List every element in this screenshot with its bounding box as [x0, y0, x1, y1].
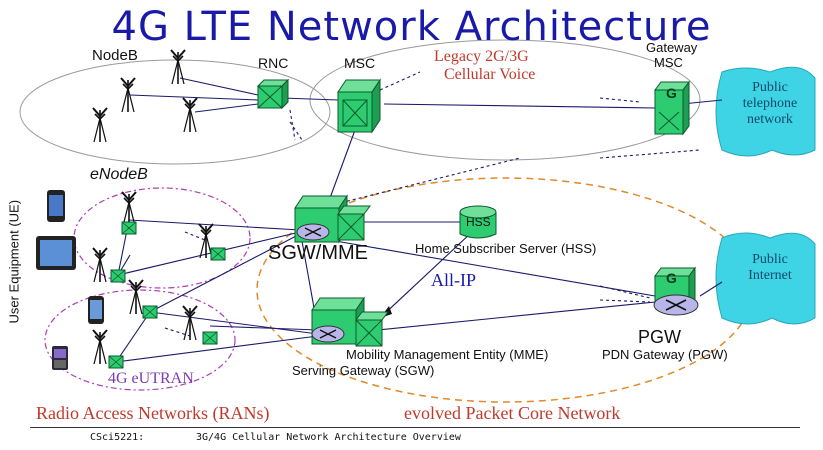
page-title: 4G LTE Network Architecture [111, 4, 712, 50]
epc-section-label: evolved Packet Core Network [404, 403, 621, 423]
hss-full-label: Home Subscriber Server (HSS) [415, 241, 597, 256]
sgw-node-icon [311, 296, 389, 347]
feature-phone-icon [52, 346, 68, 370]
sgw-full-label: Serving Gateway (SGW) [292, 363, 435, 378]
pgw-g-label: G [666, 270, 677, 286]
hss-database-icon [459, 205, 497, 239]
gateway-msc-g-label: G [666, 85, 677, 101]
nodeb-tower-icon [182, 97, 198, 133]
gateway-msc-label-line2: MSC [654, 55, 683, 70]
internet-label-line2: Internet [748, 268, 792, 283]
sgw-mme-node-icon [294, 194, 371, 244]
internet-cloud [715, 232, 816, 325]
footer-course: CSci5221: [90, 432, 145, 443]
tablet-icon [36, 236, 76, 270]
enodeb-cluster-lower [44, 289, 236, 391]
connections [115, 71, 723, 363]
enodeb-box-icon [108, 355, 124, 369]
legacy-ran-ellipse [19, 59, 331, 165]
pgw-label: PGW [638, 327, 681, 347]
legacy-label-line2: Cellular Voice [444, 66, 536, 83]
smartphone-icon [47, 190, 65, 222]
pstn-cloud [715, 66, 816, 157]
pgw-node-icon [653, 266, 699, 316]
legacy-label-line1: Legacy 2G/3G [434, 48, 529, 65]
pstn-label-line1: Public [752, 80, 788, 95]
enodeb-box-icon [110, 269, 126, 283]
eutran-label: 4G eUTRAN [108, 370, 194, 387]
enodeb-tower-icon [121, 191, 137, 227]
enodeb-box-icon [121, 221, 137, 235]
nodeb-label: NodeB [92, 47, 138, 64]
user-equipment-label: User Equipment (UE) [6, 199, 22, 324]
rnc-label: RNC [258, 55, 289, 71]
ran-section-label: Radio Access Networks (RANs) [36, 403, 270, 423]
pstn-label-line2: telephone [742, 96, 798, 111]
msc-switch-icon [337, 78, 381, 134]
enodeb-tower-icon [92, 329, 108, 365]
enodeb-tower-icon [182, 305, 198, 341]
rnc-switch-icon [256, 78, 290, 110]
footer-divider [30, 427, 800, 428]
legacy-core-ellipse [309, 39, 701, 161]
all-ip-label: All-IP [431, 270, 476, 290]
pstn-label-line3: network [747, 112, 793, 127]
gateway-msc-switch-icon [654, 80, 690, 136]
footer-caption: 3G/4G Cellular Network Architecture Over… [196, 432, 461, 443]
enodeb-tower-icon [92, 247, 108, 283]
enodeb-box-icon [202, 331, 218, 345]
internet-label-line1: Public [752, 252, 788, 267]
mme-full-label: Mobility Management Entity (MME) [346, 347, 549, 362]
nodeb-tower-icon [170, 49, 186, 85]
enodeb-label: eNodeB [90, 166, 148, 183]
sgw-mme-label: SGW/MME [268, 242, 368, 264]
nodeb-tower-icon [92, 107, 108, 143]
smartphone-icon [88, 296, 104, 324]
pgw-full-label: PDN Gateway (PGW) [602, 347, 728, 362]
enodeb-box-icon [142, 305, 158, 319]
gateway-msc-label-line1: Gateway [646, 40, 698, 55]
hss-box-label: HSS [466, 215, 491, 229]
msc-label: MSC [344, 55, 376, 71]
enodeb-box-icon [210, 247, 226, 261]
